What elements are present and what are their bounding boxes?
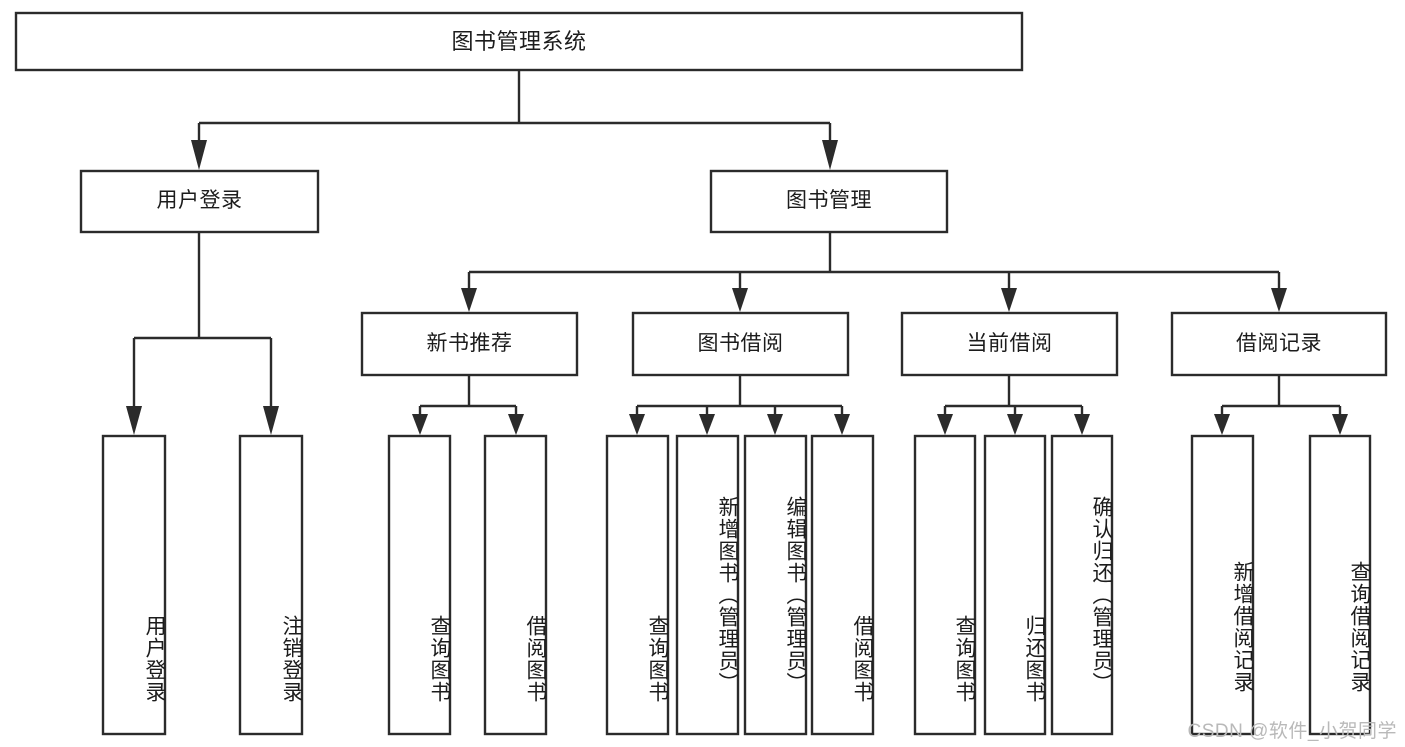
node-box-leaf-query-book-bb[interactable]: [605, 434, 670, 736]
arrow-head-new-book-rec: [461, 288, 477, 312]
arrow-head-leaf-user-login: [126, 406, 142, 435]
node-box-leaf-borrow-book-bb[interactable]: [810, 434, 875, 736]
node-box-book-management[interactable]: [709, 169, 949, 234]
arrow-head-borrow-record: [1271, 288, 1287, 312]
node-box-leaf-query-book-cb[interactable]: [913, 434, 977, 736]
arrow-head-user-login: [191, 140, 207, 170]
node-box-leaf-confirm-return-admin[interactable]: [1050, 434, 1114, 736]
arrow-head-bb-leaf-4: [834, 414, 850, 435]
node-box-user-login[interactable]: [79, 169, 320, 234]
arrow-head-bb-leaf-3: [767, 414, 783, 435]
node-box-book-borrow[interactable]: [631, 311, 850, 377]
arrow-head-book-mgmt: [822, 140, 838, 170]
node-box-leaf-borrow-book-nbr[interactable]: [483, 434, 548, 736]
arrow-head-current-borrow: [1001, 288, 1017, 312]
node-box-leaf-logout[interactable]: [238, 434, 304, 736]
node-box-leaf-add-book-admin[interactable]: [675, 434, 740, 736]
arrow-head-cb-leaf-1: [937, 414, 953, 435]
arrow-head-nbr-leaf-1: [412, 414, 428, 435]
node-box-root[interactable]: [14, 11, 1024, 72]
arrow-head-br-leaf-1: [1214, 414, 1230, 435]
arrow-head-bb-leaf-2: [699, 414, 715, 435]
arrow-head-leaf-logout: [263, 406, 279, 435]
node-box-leaf-user-login[interactable]: [101, 434, 167, 736]
node-box-leaf-query-borrow-record[interactable]: [1308, 434, 1372, 736]
arrow-head-cb-leaf-3: [1074, 414, 1090, 435]
node-box-new-book-recommend[interactable]: [360, 311, 579, 377]
arrow-head-cb-leaf-2: [1007, 414, 1023, 435]
node-box-leaf-edit-book-admin[interactable]: [743, 434, 808, 736]
node-box-current-borrow[interactable]: [900, 311, 1119, 377]
arrow-head-bb-leaf-1: [629, 414, 645, 435]
node-box-leaf-add-borrow-record[interactable]: [1190, 434, 1255, 736]
arrow-head-nbr-leaf-2: [508, 414, 524, 435]
node-box-leaf-return-book[interactable]: [983, 434, 1047, 736]
arrow-head-br-leaf-2: [1332, 414, 1348, 435]
arrow-head-book-borrow: [732, 288, 748, 312]
node-box-leaf-query-book-nbr[interactable]: [387, 434, 452, 736]
node-box-borrow-record[interactable]: [1170, 311, 1388, 377]
